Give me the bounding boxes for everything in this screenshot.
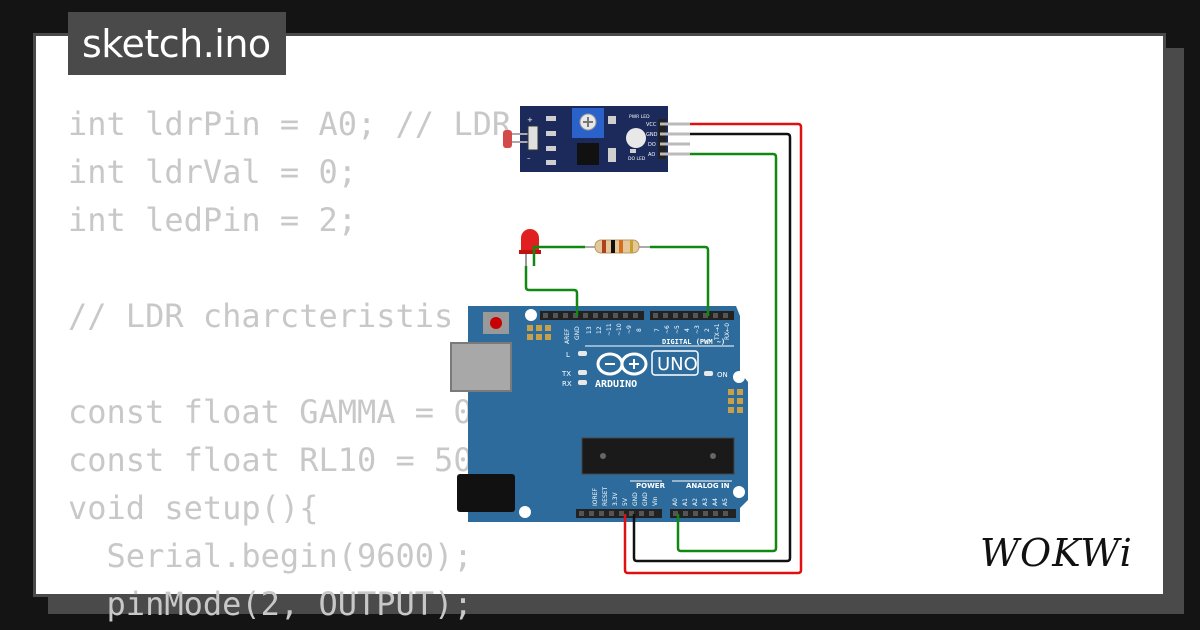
pin-3: ~3 xyxy=(694,325,701,334)
pin-9: ~9 xyxy=(626,325,633,334)
pin-rx: RX←0 xyxy=(724,323,731,340)
pin-label-do: DO xyxy=(648,142,656,148)
on-led-label: ON xyxy=(717,371,728,379)
ldr-module[interactable]: + – PWR LED DO LED VCC GND DO AO xyxy=(503,106,690,172)
pin-a1: A1 xyxy=(682,498,689,506)
code-preview: int ldrPin = A0; // LDR int ldrVal = 0; in… xyxy=(68,100,511,628)
pin-a5: A5 xyxy=(722,498,729,506)
pin-10: ~10 xyxy=(616,323,623,336)
code-line: const float GAMMA = 0 xyxy=(68,393,473,431)
code-line: int ldrPin = A0; // LDR xyxy=(68,105,512,143)
code-line: int ledPin = 2; xyxy=(68,201,357,239)
pin-a4: A4 xyxy=(712,498,719,506)
digital-header-right xyxy=(650,311,734,320)
pin-label-gnd: GND xyxy=(646,132,658,138)
pin-13: 13 xyxy=(586,326,593,334)
pin-label-vcc: VCC xyxy=(646,122,657,128)
pin-a2: A2 xyxy=(692,498,699,506)
code-line: Serial.begin(9600); xyxy=(68,537,473,575)
code-line: pinMode(2, OUTPUT); xyxy=(68,585,473,623)
pin-7: 7 xyxy=(654,328,661,332)
pin-tx: TX→1 xyxy=(714,323,721,341)
wokwi-logo: WOKWi xyxy=(980,531,1133,575)
pin-5v: 5V xyxy=(622,497,629,506)
pin-vin: Vin xyxy=(652,496,659,506)
do-led-label: DO LED xyxy=(628,156,646,162)
resistor[interactable] xyxy=(585,239,650,254)
usb-port xyxy=(450,342,512,392)
logo-text: WOKWi xyxy=(980,531,1133,575)
pin-a3: A3 xyxy=(702,498,709,506)
wire-led-resistor xyxy=(532,245,585,266)
pin-12: 12 xyxy=(596,326,603,334)
code-line: int ldrVal = 0; xyxy=(68,153,357,191)
pin-reset: RESET xyxy=(602,486,609,506)
pin-a0: A0 xyxy=(672,498,679,506)
board-model: UNO xyxy=(657,354,698,375)
arduino-logo xyxy=(596,352,648,376)
power-jack xyxy=(457,474,515,512)
pwr-led xyxy=(626,128,646,148)
led-tx-label: TX xyxy=(561,370,571,378)
pin-4: 4 xyxy=(684,328,691,332)
file-tab[interactable]: sketch.ino xyxy=(68,12,286,75)
atmega-chip xyxy=(581,437,735,475)
digital-header-label: DIGITAL (PWM ~) xyxy=(662,338,725,346)
wire-vcc xyxy=(623,122,803,575)
pin-3v3: 3.3V xyxy=(612,491,619,506)
pin-6: ~6 xyxy=(664,325,671,334)
wire-resistor-pin2 xyxy=(650,245,710,316)
svg-text:–: – xyxy=(527,154,531,162)
arduino-uno[interactable]: AREF GND 13 12 ~11 ~10 ~9 8 7 ~6 ~5 4 ~3… xyxy=(450,306,748,522)
wire-gnd xyxy=(632,132,792,563)
pin-2: 2 xyxy=(704,328,711,332)
pwr-led-label: PWR LED xyxy=(629,114,650,120)
led-l-label: L xyxy=(566,351,570,359)
reset-button[interactable] xyxy=(490,317,502,329)
pin-gnd: GND xyxy=(574,326,581,340)
code-line: const float RL10 = 50 xyxy=(68,441,473,479)
file-tab-label: sketch.ino xyxy=(82,21,271,66)
photoresistor xyxy=(503,130,512,148)
digital-header-left xyxy=(540,311,644,320)
pin-11: ~11 xyxy=(606,323,613,336)
pin-aref: AREF xyxy=(564,328,571,344)
code-line: // LDR charcteristis xyxy=(68,297,454,335)
board-brand: ARDUINO xyxy=(595,379,637,390)
led-rx-label: RX xyxy=(562,380,572,388)
wires xyxy=(524,122,803,575)
pin-label-ao: AO xyxy=(648,152,655,158)
pin-gnd-2: GND xyxy=(642,492,649,506)
pin-8: 8 xyxy=(636,328,643,332)
power-header-label: POWER xyxy=(636,482,666,490)
pin-5: ~5 xyxy=(674,325,681,334)
analog-header-label: ANALOG IN xyxy=(686,482,730,490)
svg-text:+: + xyxy=(527,116,533,124)
wire-led-gnd xyxy=(524,266,579,316)
pin-gnd-1: GND xyxy=(632,492,639,506)
wire-ao xyxy=(676,152,778,553)
pin-ioref: IOREF xyxy=(592,488,599,506)
code-line: void setup(){ xyxy=(68,489,319,527)
